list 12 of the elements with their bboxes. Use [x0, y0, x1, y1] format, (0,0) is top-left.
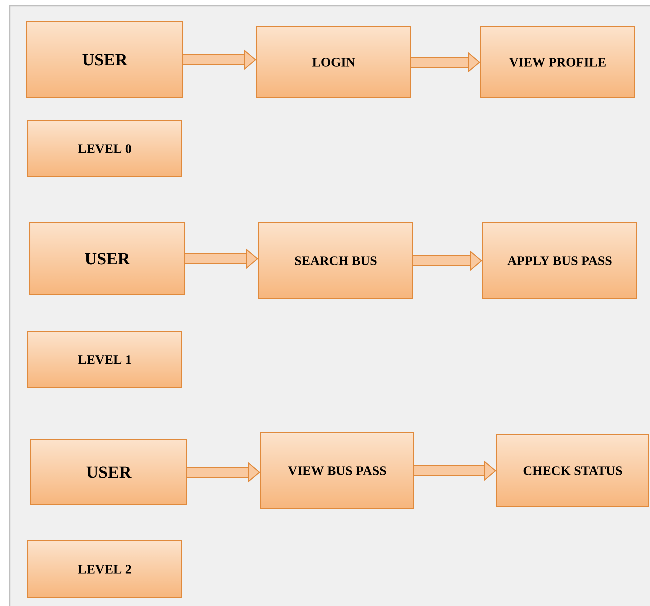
process-box: USER [30, 440, 188, 506]
process-box: USER [30, 222, 186, 296]
level-box: LEVEL 1 [28, 331, 182, 388]
process-box: APPLY BUS PASS [482, 222, 638, 300]
level-box: LEVEL 2 [28, 540, 182, 598]
process-box: SEARCH BUS [258, 222, 414, 300]
process-box: CHECK STATUS [496, 434, 650, 508]
process-box: LOGIN [256, 26, 412, 98]
process-box: VIEW PROFILE [480, 26, 636, 98]
process-box: USER [26, 22, 184, 98]
level-box: LEVEL 0 [28, 120, 182, 178]
process-box: VIEW BUS PASS [260, 432, 414, 510]
